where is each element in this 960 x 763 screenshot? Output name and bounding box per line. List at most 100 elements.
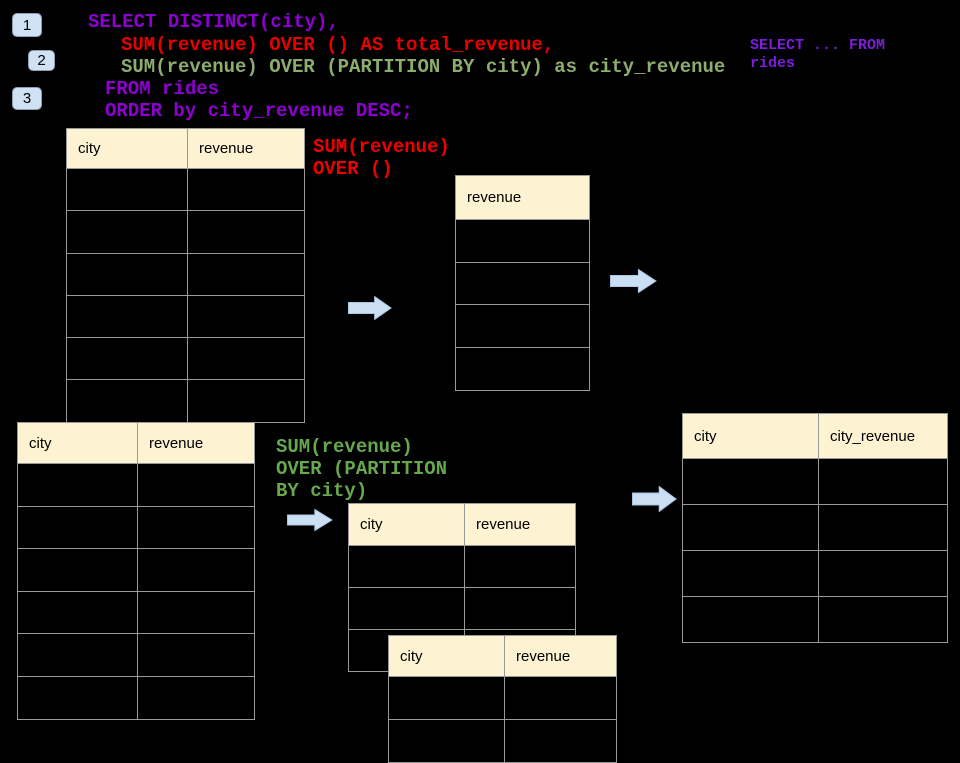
empty-cell — [137, 634, 254, 676]
table-row — [67, 379, 304, 422]
column-header-city: city — [29, 434, 52, 452]
table-source-bottom: city revenue — [17, 422, 255, 720]
table-row — [67, 294, 304, 338]
side-note-line-1: SELECT ... FROM — [750, 37, 886, 54]
empty-cell — [67, 296, 187, 337]
empty-cell — [818, 551, 947, 596]
table-header-row: city revenue — [18, 423, 254, 463]
table-final-result: city city_revenue — [682, 413, 948, 643]
empty-cell — [67, 338, 187, 379]
table-row — [389, 676, 616, 719]
table-row — [683, 504, 947, 550]
table-header-row: revenue — [456, 176, 589, 219]
empty-cell — [18, 634, 137, 676]
empty-cell — [349, 546, 464, 587]
empty-cell — [187, 380, 304, 422]
empty-cell — [187, 295, 304, 338]
sql-line-order-by: ORDER by city_revenue DESC; — [105, 100, 413, 122]
column-header-revenue: revenue — [464, 504, 575, 545]
empty-cell — [456, 220, 589, 262]
table-row — [18, 505, 254, 549]
table-row — [349, 545, 575, 587]
empty-cell — [683, 505, 818, 550]
table-header-row: city revenue — [67, 129, 304, 168]
table-row — [18, 548, 254, 591]
sql-line-from: FROM rides — [105, 78, 220, 100]
empty-cell — [137, 591, 254, 634]
empty-cell — [18, 464, 137, 506]
table-row — [456, 261, 589, 305]
sql-line-sum-over: SUM(revenue) OVER () AS total_revenue, — [121, 34, 555, 56]
empty-cell — [137, 464, 254, 506]
empty-cell — [67, 380, 187, 421]
table-row — [456, 219, 589, 262]
slide-canvas: { "colors": { "background": "#000000", "… — [12, 11, 948, 763]
table-row — [18, 590, 254, 634]
annotation-partition-line-2: OVER (PARTITION — [276, 458, 448, 480]
empty-cell — [67, 254, 187, 295]
empty-cell — [137, 549, 254, 591]
empty-cell — [683, 459, 818, 504]
table-row — [67, 168, 304, 211]
sql-line-sum-partition: SUM(revenue) OVER (PARTITION BY city) as… — [121, 56, 726, 78]
table-header-row: city city_revenue — [683, 414, 947, 458]
empty-cell — [818, 597, 947, 642]
column-header-revenue: revenue — [504, 636, 616, 676]
empty-cell — [67, 169, 187, 210]
sql-line-select: SELECT DISTINCT(city), — [88, 11, 339, 33]
empty-cell — [818, 459, 947, 504]
empty-cell — [456, 305, 589, 347]
table-row — [456, 347, 589, 390]
table-row — [18, 463, 254, 506]
annotation-partition-line-3: BY city) — [276, 480, 368, 502]
column-header-city: city — [400, 647, 423, 665]
step-badge-2: 2 — [28, 50, 55, 71]
empty-cell — [349, 588, 464, 629]
table-header-row: city revenue — [349, 504, 575, 545]
arrow-right-icon — [632, 486, 677, 512]
table-row — [389, 719, 616, 762]
arrow-right-icon — [348, 296, 392, 320]
table-total-result: revenue — [455, 175, 590, 391]
column-header-city: city — [360, 516, 383, 533]
empty-cell — [18, 677, 137, 719]
empty-cell — [456, 263, 589, 305]
table-row — [67, 337, 304, 380]
table-row — [456, 304, 589, 347]
column-header-city: city — [78, 140, 101, 157]
table-row — [67, 252, 304, 295]
empty-cell — [504, 720, 616, 762]
empty-cell — [456, 348, 589, 390]
side-note-line-2: rides — [750, 55, 796, 72]
column-header-city: city — [694, 427, 717, 445]
empty-cell — [137, 676, 254, 719]
empty-cell — [18, 549, 137, 591]
empty-cell — [67, 211, 187, 252]
table-row — [683, 550, 947, 596]
empty-cell — [18, 507, 137, 549]
column-header-revenue: revenue — [137, 423, 254, 463]
annotation-partition-line-1: SUM(revenue) — [276, 436, 413, 458]
empty-cell — [187, 169, 304, 211]
table-row — [349, 587, 575, 629]
empty-cell — [818, 505, 947, 550]
table-partition-front: city revenue — [388, 635, 617, 763]
table-source-top: city revenue — [66, 128, 305, 423]
empty-cell — [187, 253, 304, 295]
empty-cell — [464, 588, 575, 629]
column-header-revenue: revenue — [187, 129, 304, 168]
empty-cell — [683, 597, 818, 642]
arrow-right-icon — [610, 269, 657, 293]
table-row — [683, 596, 947, 642]
step-badge-1: 1 — [12, 13, 42, 37]
table-row — [67, 210, 304, 253]
table-row — [683, 458, 947, 504]
empty-cell — [504, 677, 616, 719]
table-row — [18, 633, 254, 676]
empty-cell — [464, 546, 575, 587]
column-header-city-revenue: city_revenue — [818, 414, 947, 458]
table-header-row: city revenue — [389, 636, 616, 676]
empty-cell — [187, 211, 304, 253]
step-badge-3: 3 — [12, 87, 42, 110]
empty-cell — [137, 506, 254, 549]
